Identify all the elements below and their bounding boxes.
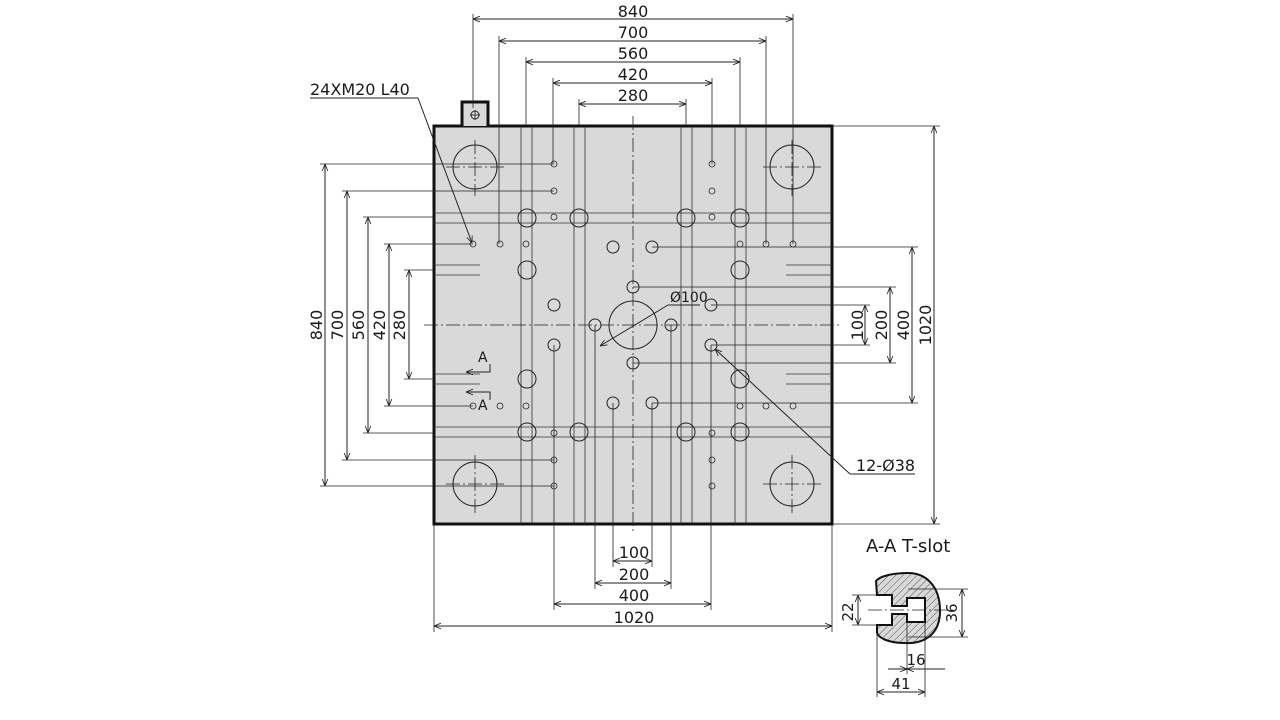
- section-marker-lower: A: [478, 398, 488, 414]
- t-slot-title: A-A T-slot: [866, 536, 950, 557]
- left-dim-420: 420: [370, 310, 389, 341]
- left-dim-280: 280: [390, 310, 409, 341]
- right-dim-100: 100: [848, 310, 867, 341]
- right-dimensions: 100 200 400 1020: [633, 125, 940, 525]
- thread-hole-callout: 24XM20 L40: [310, 80, 410, 99]
- top-dim-420: 420: [618, 65, 649, 84]
- bottom-dim-100: 100: [619, 543, 650, 562]
- t-slot-profile: [874, 571, 942, 645]
- t-slot-dim-36: 36: [943, 603, 961, 622]
- bottom-dim-1020: 1020: [614, 608, 655, 627]
- top-dim-700: 700: [618, 23, 649, 42]
- right-dim-1020: 1020: [916, 305, 935, 346]
- left-dim-700: 700: [328, 310, 347, 341]
- center-lines: [424, 116, 842, 534]
- ejector-hole-callout: 12-Ø38: [856, 456, 915, 475]
- center-hole: [608, 300, 658, 350]
- right-dim-400: 400: [894, 310, 913, 341]
- section-marker-upper: A: [478, 350, 488, 366]
- t-slot-dim-41: 41: [891, 675, 910, 693]
- left-dim-560: 560: [349, 310, 368, 341]
- t-slot-section: A-A T-slot 22 36 16 41: [839, 536, 968, 697]
- top-dim-840: 840: [618, 2, 649, 21]
- center-hole-callout: Ø100: [670, 290, 708, 306]
- t-slot-dim-22: 22: [839, 602, 857, 621]
- left-dim-840: 840: [307, 310, 326, 341]
- bottom-dimensions: 100 200 400 1020: [433, 325, 833, 632]
- bottom-dim-200: 200: [619, 565, 650, 584]
- top-dim-280: 280: [618, 86, 649, 105]
- top-dimensions: 840 700 560 420 280: [472, 2, 794, 244]
- t-slot-dim-16: 16: [906, 651, 925, 669]
- tie-bar-holes: [446, 140, 821, 513]
- callouts: 24XM20 L40 Ø100 12-Ø38 A A: [310, 80, 915, 475]
- left-dimensions: 840 700 560 420 280: [307, 163, 554, 487]
- slot-holes: [517, 208, 750, 442]
- right-dim-200: 200: [872, 310, 891, 341]
- bottom-dim-400: 400: [619, 586, 650, 605]
- top-dim-560: 560: [618, 44, 649, 63]
